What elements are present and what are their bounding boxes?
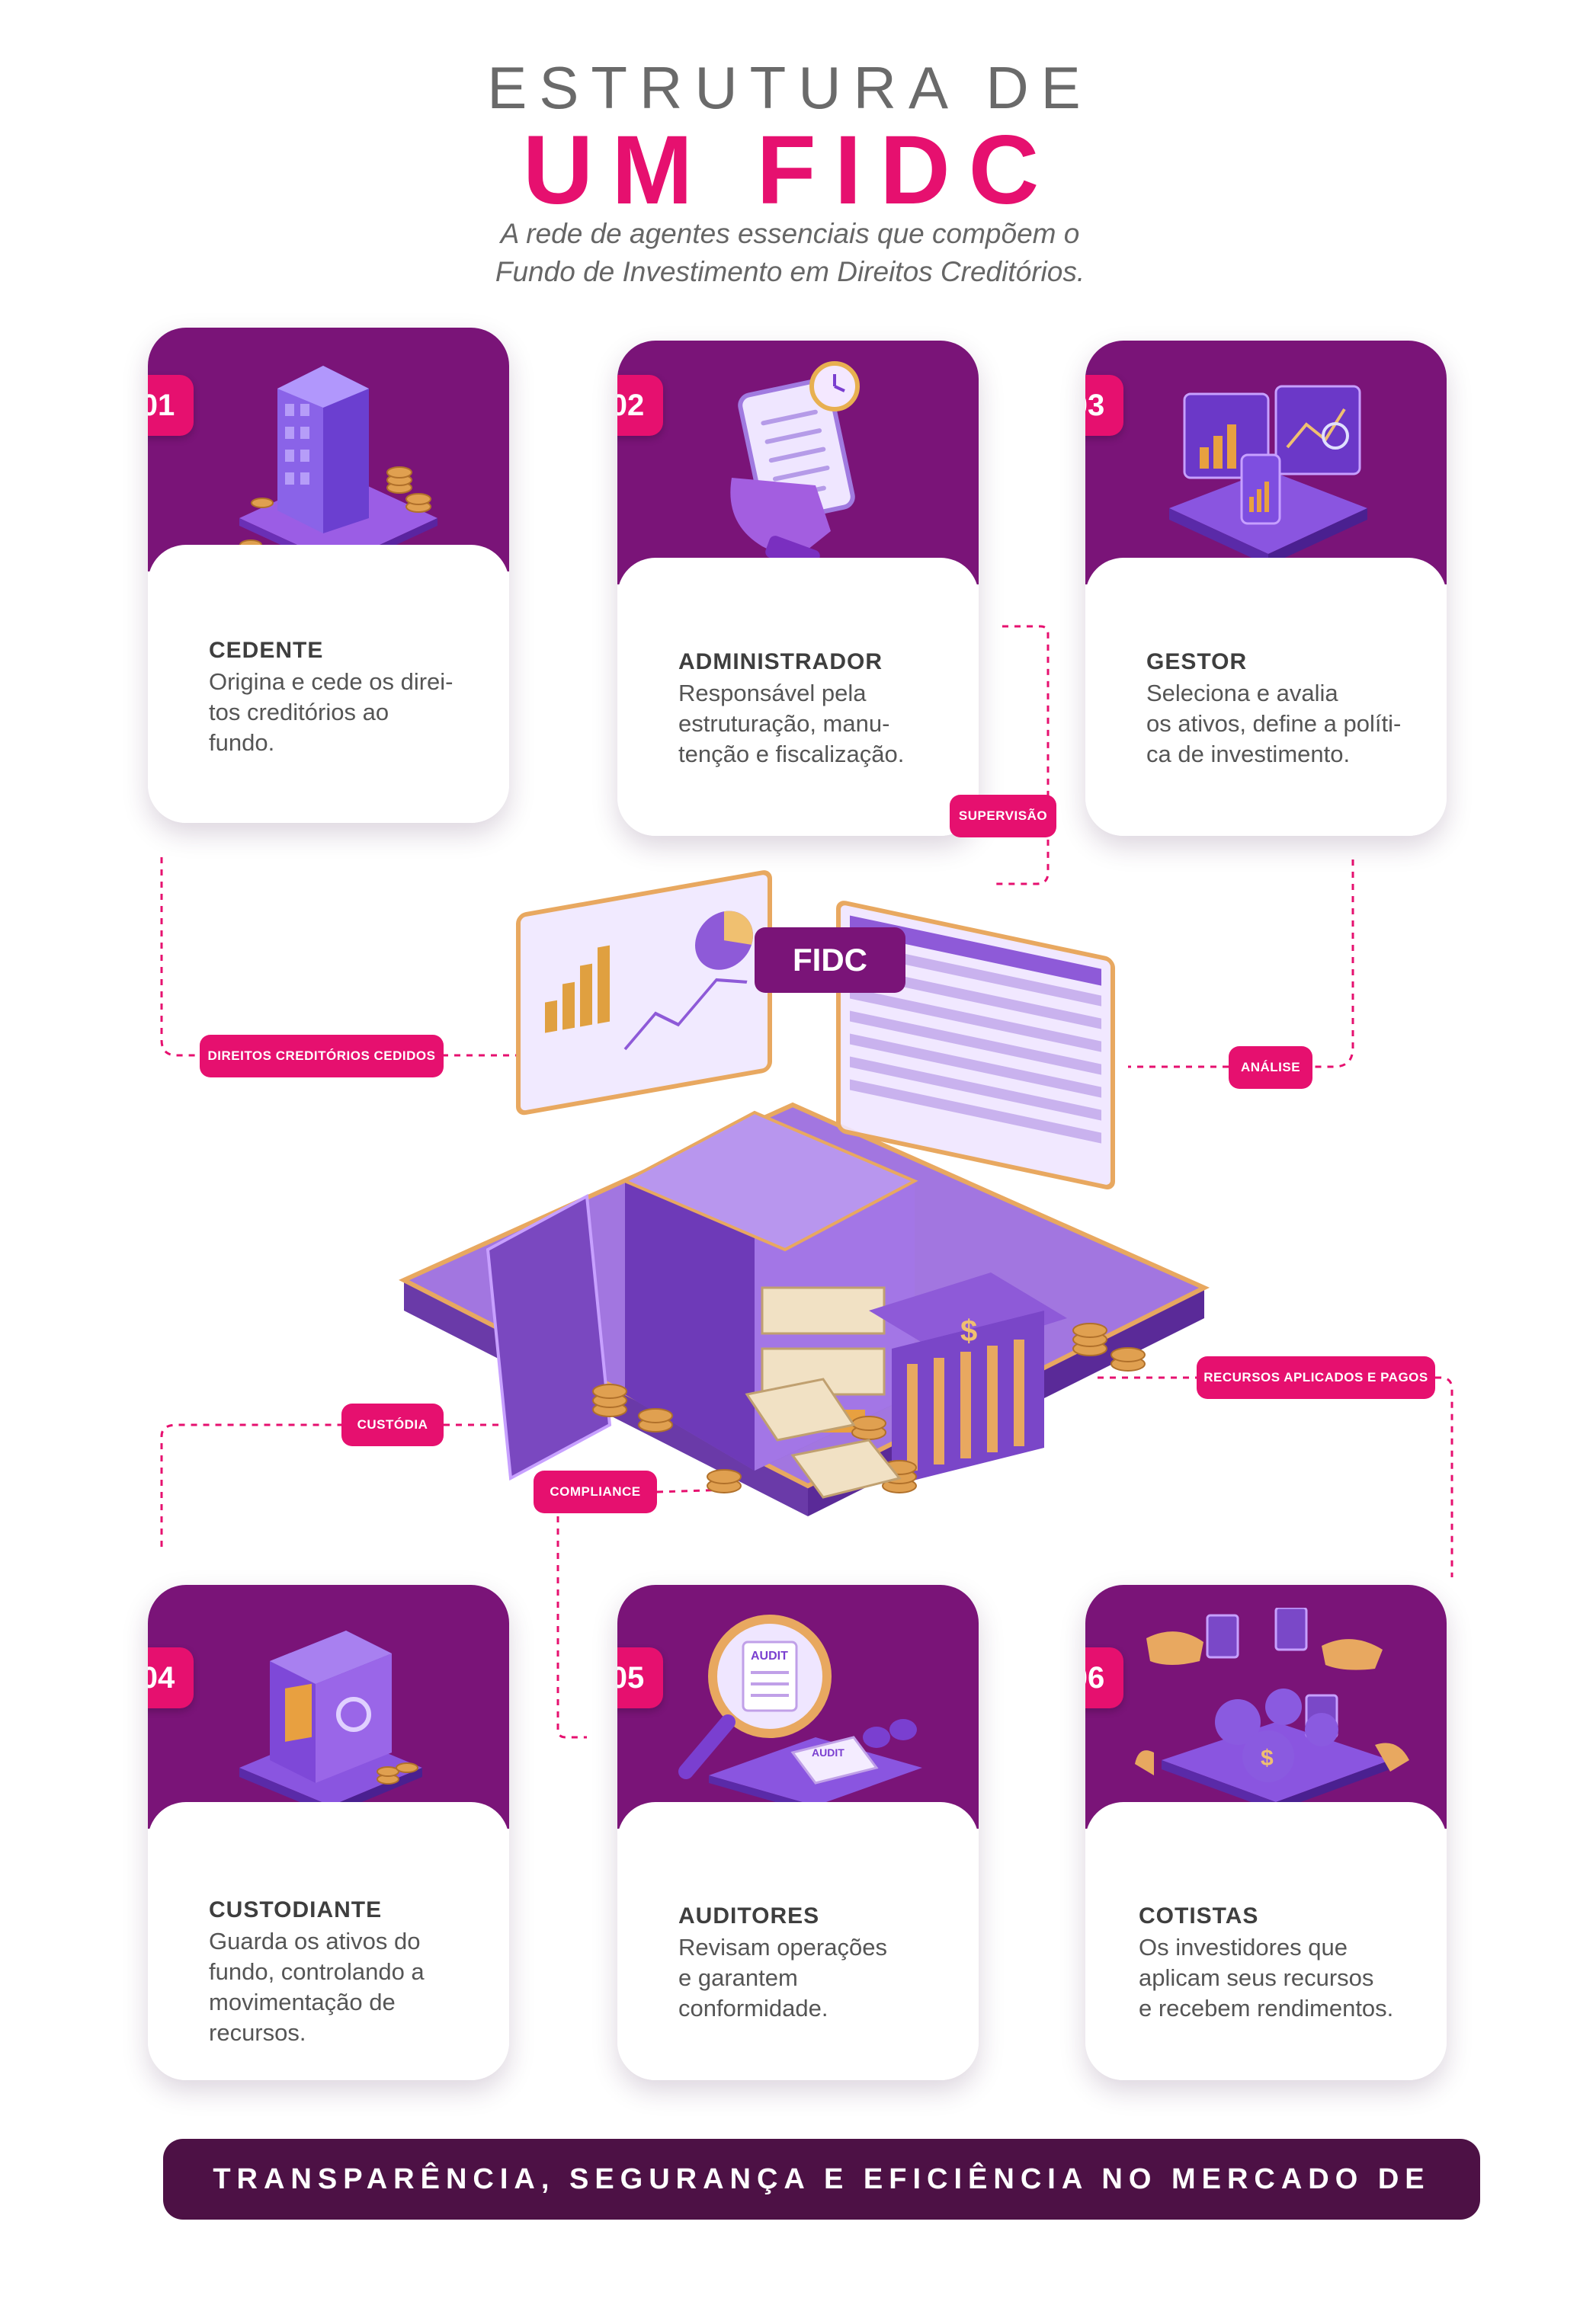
- tag-recursos-aplicados-e-pagos: RECURSOS APLICADOS E PAGOS: [1197, 1356, 1435, 1399]
- subtitle: A rede de agentes essenciais que compõem…: [0, 215, 1580, 291]
- card-title: CUSTODIANTE: [209, 1897, 383, 1922]
- tag-supervisao: SUPERVISÃO: [950, 795, 1056, 837]
- card-number: 06: [1085, 1647, 1123, 1708]
- tag-custodia: CUSTÓDIA: [341, 1404, 444, 1446]
- card-number: 04: [148, 1647, 194, 1708]
- card-number: 03: [1085, 375, 1123, 436]
- card-body-bg: [617, 1802, 979, 2080]
- card-description: Revisam operações e garantem conformidad…: [678, 1934, 887, 2021]
- card-description: Os investidores que aplicam seus recurso…: [1139, 1934, 1394, 2021]
- card-description: Guarda os ativos do fundo, controlando a…: [209, 1928, 425, 2046]
- line-recursos: [1098, 1376, 1453, 1577]
- line-analise: [1128, 859, 1354, 1068]
- card-description: Seleciona e avalia os ativos, define a p…: [1146, 680, 1402, 767]
- subtitle-line-2: Fundo de Investimento em Direitos Credit…: [495, 256, 1085, 287]
- card-number: 02: [617, 375, 663, 436]
- tag-compliance: COMPLIANCE: [534, 1471, 657, 1513]
- card-body-bg: [148, 545, 509, 823]
- card-body-bg: [617, 558, 979, 836]
- card-body-bg: [1085, 558, 1447, 836]
- title-line-1: ESTRUTURA DE: [487, 54, 1093, 121]
- fidc-label: FIDC: [755, 927, 905, 993]
- footer-banner: TRANSPARÊNCIA, SEGURANÇA E EFICIÊNCIA NO…: [163, 2139, 1480, 2276]
- svg-text:$: $: [1261, 1746, 1274, 1771]
- card-title: COTISTAS: [1139, 1903, 1259, 1929]
- card-administrador: 02 ADMINISTRADOR Responsável pela estrut…: [617, 341, 979, 836]
- card-body-bg: [1085, 1802, 1447, 2080]
- subtitle-line-1: A rede de agentes essenciais que compõem…: [500, 218, 1080, 249]
- office-building-coins-icon: [239, 366, 437, 571]
- card-gestor: 03 GESTOR Seleciona e avalia os ativos, …: [1085, 341, 1447, 836]
- safe-gold-icon: [239, 1631, 422, 1813]
- card-auditores: AUDIT AUDIT 05 AUDITORES Revisam operaçõ…: [617, 1585, 979, 2080]
- analytics-monitors-icon: [1169, 385, 1367, 565]
- hand-clipboard-clock-icon: [730, 361, 860, 572]
- card-number: 05: [617, 1647, 663, 1708]
- line-direitos: [160, 857, 518, 1057]
- card-cotistas: $ 06 COTISTAS Os investidores que aplica…: [1085, 1585, 1447, 2080]
- card-description: Responsável pela estruturação, manu- ten…: [678, 680, 905, 767]
- card-number: 01: [148, 375, 194, 436]
- vault-bank-platform-icon: $: [399, 870, 1210, 1516]
- card-body-bg: [148, 1802, 509, 2080]
- card-cedente: 01 CEDENTE Origina e cede os direi- tos …: [148, 328, 509, 823]
- tag-analise: ANÁLISE: [1229, 1046, 1312, 1089]
- card-title: GESTOR: [1146, 649, 1248, 674]
- card-custodiante: 04 CUSTODIANTE Guarda os ativos do fundo…: [148, 1585, 509, 2080]
- investors-money-bags-icon: $: [1135, 1608, 1409, 1811]
- card-title: CEDENTE: [209, 638, 324, 663]
- svg-text:AUDIT: AUDIT: [751, 1650, 788, 1663]
- card-title: ADMINISTRADOR: [678, 649, 883, 674]
- title-line-2: UM FIDC: [522, 116, 1058, 225]
- svg-text:AUDIT: AUDIT: [812, 1746, 844, 1759]
- line-supervisao: [991, 625, 1050, 885]
- card-description: Origina e cede os direi- tos creditórios…: [209, 668, 453, 756]
- audit-magnifier-icon: AUDIT AUDIT: [678, 1615, 922, 1813]
- card-title: AUDITORES: [678, 1903, 820, 1929]
- tag-direitos-creditorios-cedidos: DIREITOS CREDITÓRIOS CEDIDOS: [200, 1035, 444, 1077]
- svg-text:$: $: [960, 1314, 977, 1348]
